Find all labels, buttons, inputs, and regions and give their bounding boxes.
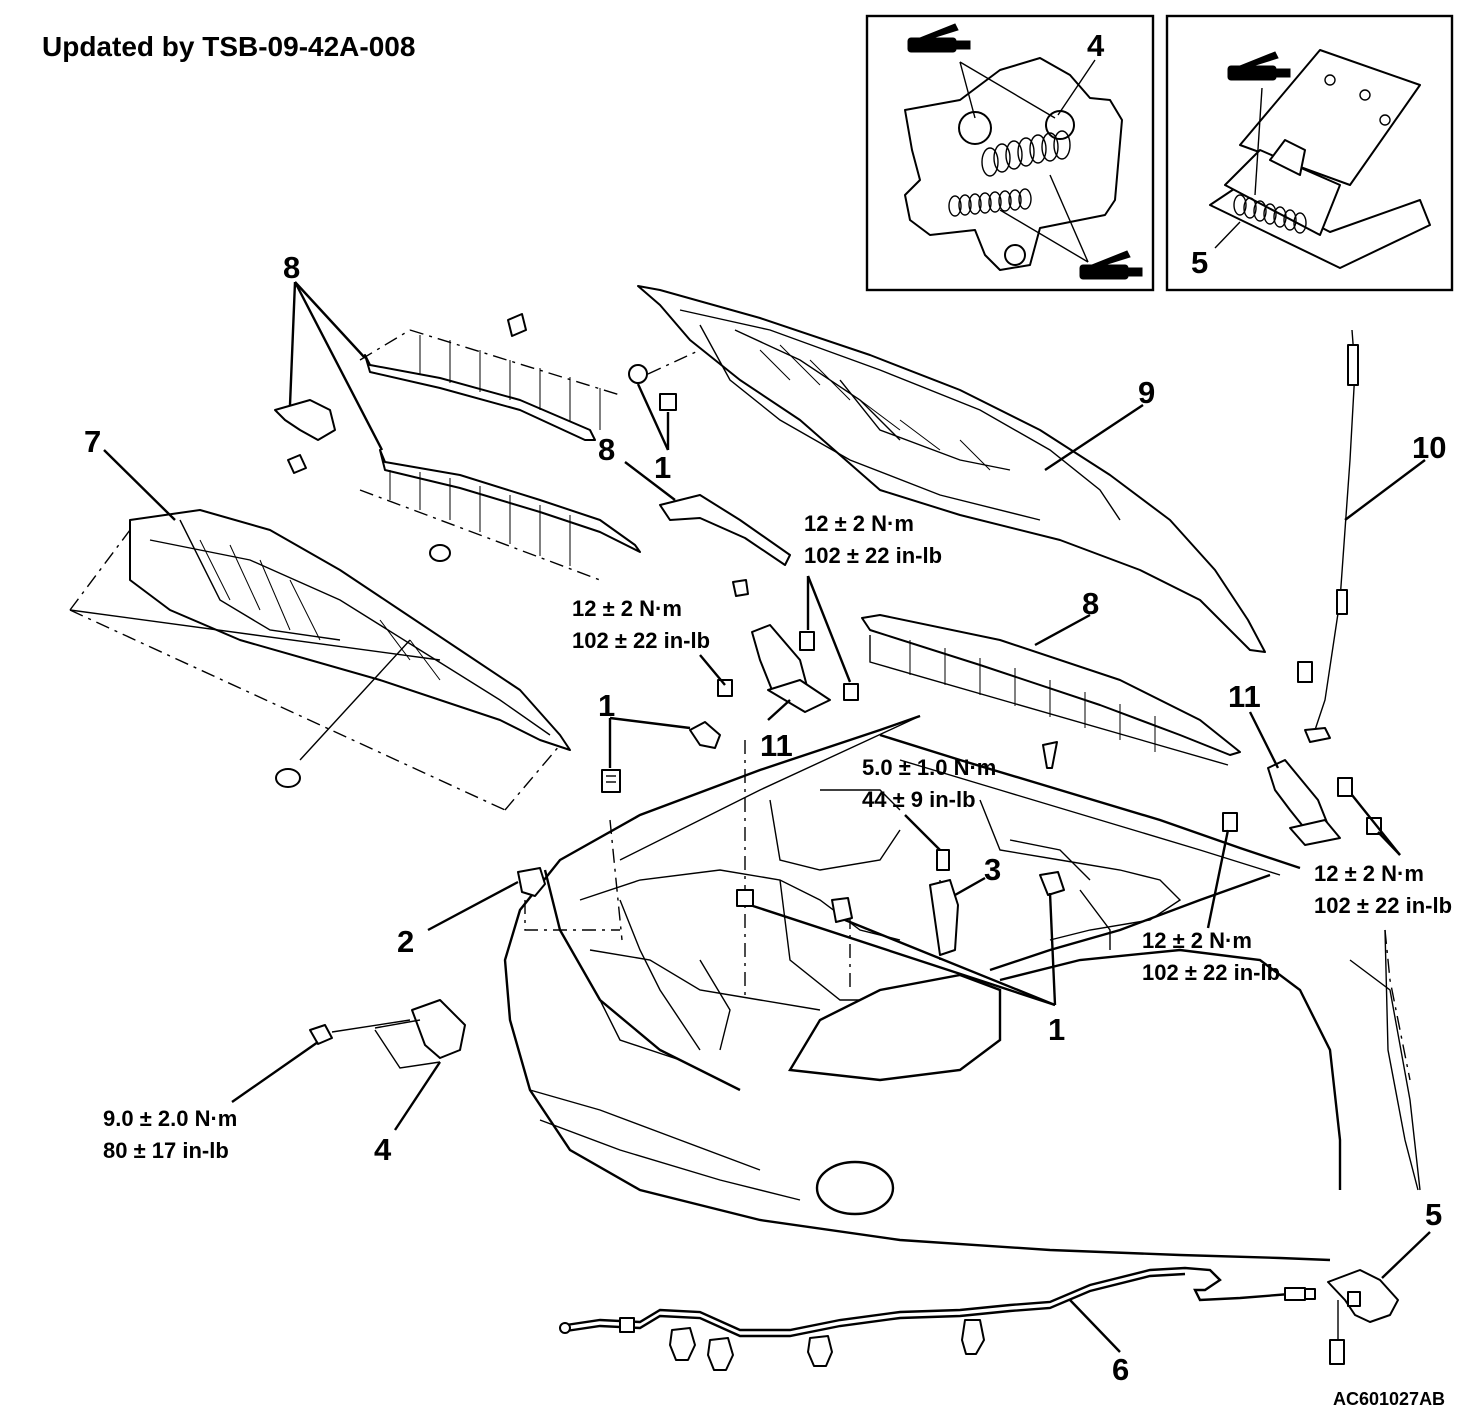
torque-spec-hinge-upper: 12 ± 2 N·m 102 ± 22 in-lb [804,511,942,568]
torque-spec-hinge-right-lower: 12 ± 2 N·m 102 ± 22 in-lb [1142,829,1280,985]
tsb-update-title: Updated by TSB-09-42A-008 [42,31,415,62]
vehicle-front-body [503,714,1421,1262]
callout-11-right: 11 [1228,679,1261,714]
torque-inlb: 102 ± 22 in-lb [1314,893,1452,918]
inset-safety-catch: 5 [1165,14,1454,292]
figure-code: AC601027AB [1333,1389,1445,1409]
torque-spec-latch: 9.0 ± 2.0 N·m 80 ± 17 in-lb [103,1106,237,1163]
torque-spec-hinge-right-upper: 12 ± 2 N·m 102 ± 22 in-lb [1314,794,1452,918]
weatherstrip-middle [359,449,641,581]
torque-nm: 9.0 ± 2.0 N·m [103,1106,237,1131]
hood-insulator: 7 [69,424,571,811]
callout-3: 3 [984,852,1001,887]
weatherstrip-callout-group: 8 [274,250,384,474]
callout-9: 9 [1138,375,1155,410]
callout-4-inset: 4 [1087,28,1105,63]
grease-gun-icon [1227,51,1291,81]
hood-hinge-left: 11 [717,575,859,763]
hood-seal-corner: 8 [598,432,791,597]
torque-inlb: 80 ± 17 in-lb [103,1138,229,1163]
torque-inlb: 102 ± 22 in-lb [572,628,710,653]
callout-11-left: 11 [760,728,793,763]
hood-bumper-stops: 1 1 [598,688,1065,1047]
callout-1-left: 1 [598,688,615,723]
hood-lock-striker: 3 [929,849,1001,956]
torque-nm: 12 ± 2 N·m [572,596,682,621]
callout-4-main: 4 [374,1132,392,1167]
callout-2: 2 [397,924,414,959]
hood-support-rod: 10 [1297,329,1446,743]
callout-5-main: 5 [1425,1197,1442,1232]
callout-8-top: 8 [283,250,300,285]
grease-gun-icon [1079,250,1143,280]
torque-inlb: 102 ± 22 in-lb [804,543,942,568]
grease-gun-icon [907,23,971,53]
weatherstrip-front: 8 [861,586,1241,769]
torque-nm: 5.0 ± 1.0 N·m [862,755,996,780]
hood-panel: 9 1 [628,285,1266,653]
callout-5-inset: 5 [1191,245,1208,280]
torque-nm: 12 ± 2 N·m [1314,861,1424,886]
callout-1-top: 1 [654,450,671,485]
hood-hinge-right: 11 [1222,679,1382,846]
inset-hood-latch: 4 [865,14,1155,292]
weatherstrip-upper [359,313,621,441]
callout-8-middle: 8 [598,432,615,467]
callout-6: 6 [1112,1352,1129,1387]
torque-inlb: 102 ± 22 in-lb [1142,960,1280,985]
hood-safety-catch: 5 [1327,1197,1442,1365]
callout-1-bottom: 1 [1048,1012,1065,1047]
hood-release-cable: 6 [559,1266,1316,1387]
torque-nm: 12 ± 2 N·m [1142,928,1252,953]
torque-inlb: 44 ± 9 in-lb [862,787,976,812]
hood-latch: 4 [231,999,466,1167]
torque-nm: 12 ± 2 N·m [804,511,914,536]
torque-spec-hinge-left: 12 ± 2 N·m 102 ± 22 in-lb [572,596,726,686]
torque-spec-striker: 5.0 ± 1.0 N·m 44 ± 9 in-lb [862,755,996,851]
callout-8-front: 8 [1082,586,1099,621]
callout-10: 10 [1412,430,1446,465]
callout-7: 7 [84,424,101,459]
hood-striker: 2 [397,867,546,959]
